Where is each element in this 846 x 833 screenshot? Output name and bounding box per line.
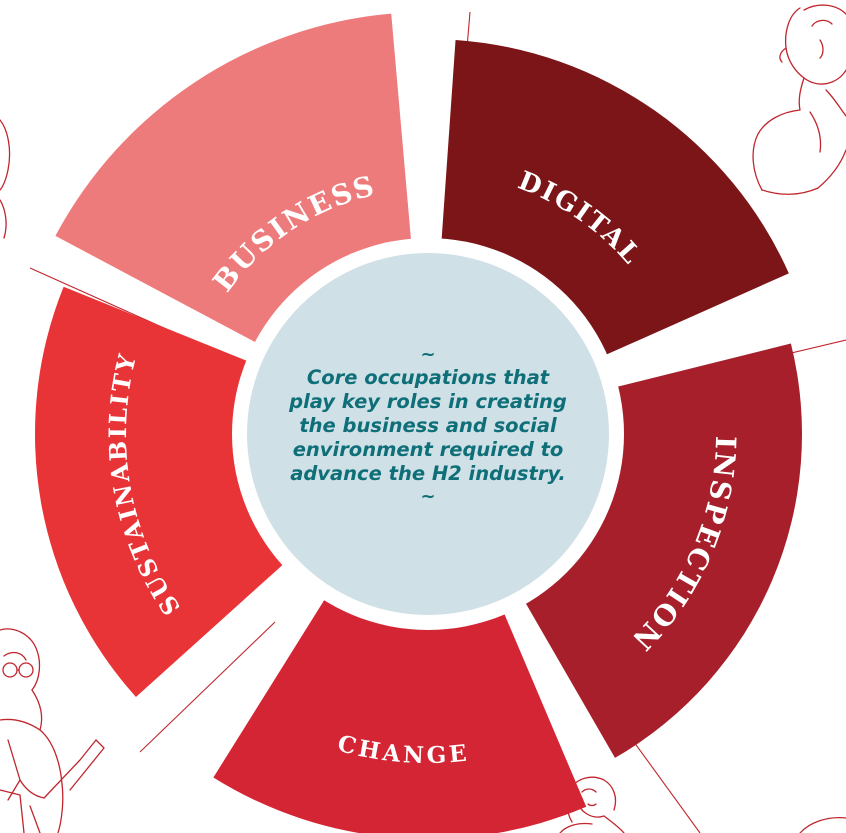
- tilde-top: ~: [420, 344, 436, 365]
- center-description: ~ Core occupations that play key roles i…: [278, 296, 578, 556]
- center-circle: [247, 253, 609, 615]
- segment-sustainability: [35, 286, 286, 697]
- corner-arc-illustration: [799, 816, 846, 833]
- segment-inspection: [524, 343, 802, 758]
- segment-change: [213, 596, 587, 833]
- tilde-bottom: ~: [420, 486, 436, 507]
- person-left-edge-illustration: [0, 119, 11, 239]
- segment-business: [55, 13, 412, 344]
- segment-digital: [441, 39, 789, 356]
- divider-line-bottom-left: [139, 621, 276, 753]
- person-top-right-illustration: [752, 4, 846, 195]
- person-bottom-left-illustration: [0, 628, 105, 833]
- center-description-text: Core occupations that play key roles in …: [289, 366, 567, 485]
